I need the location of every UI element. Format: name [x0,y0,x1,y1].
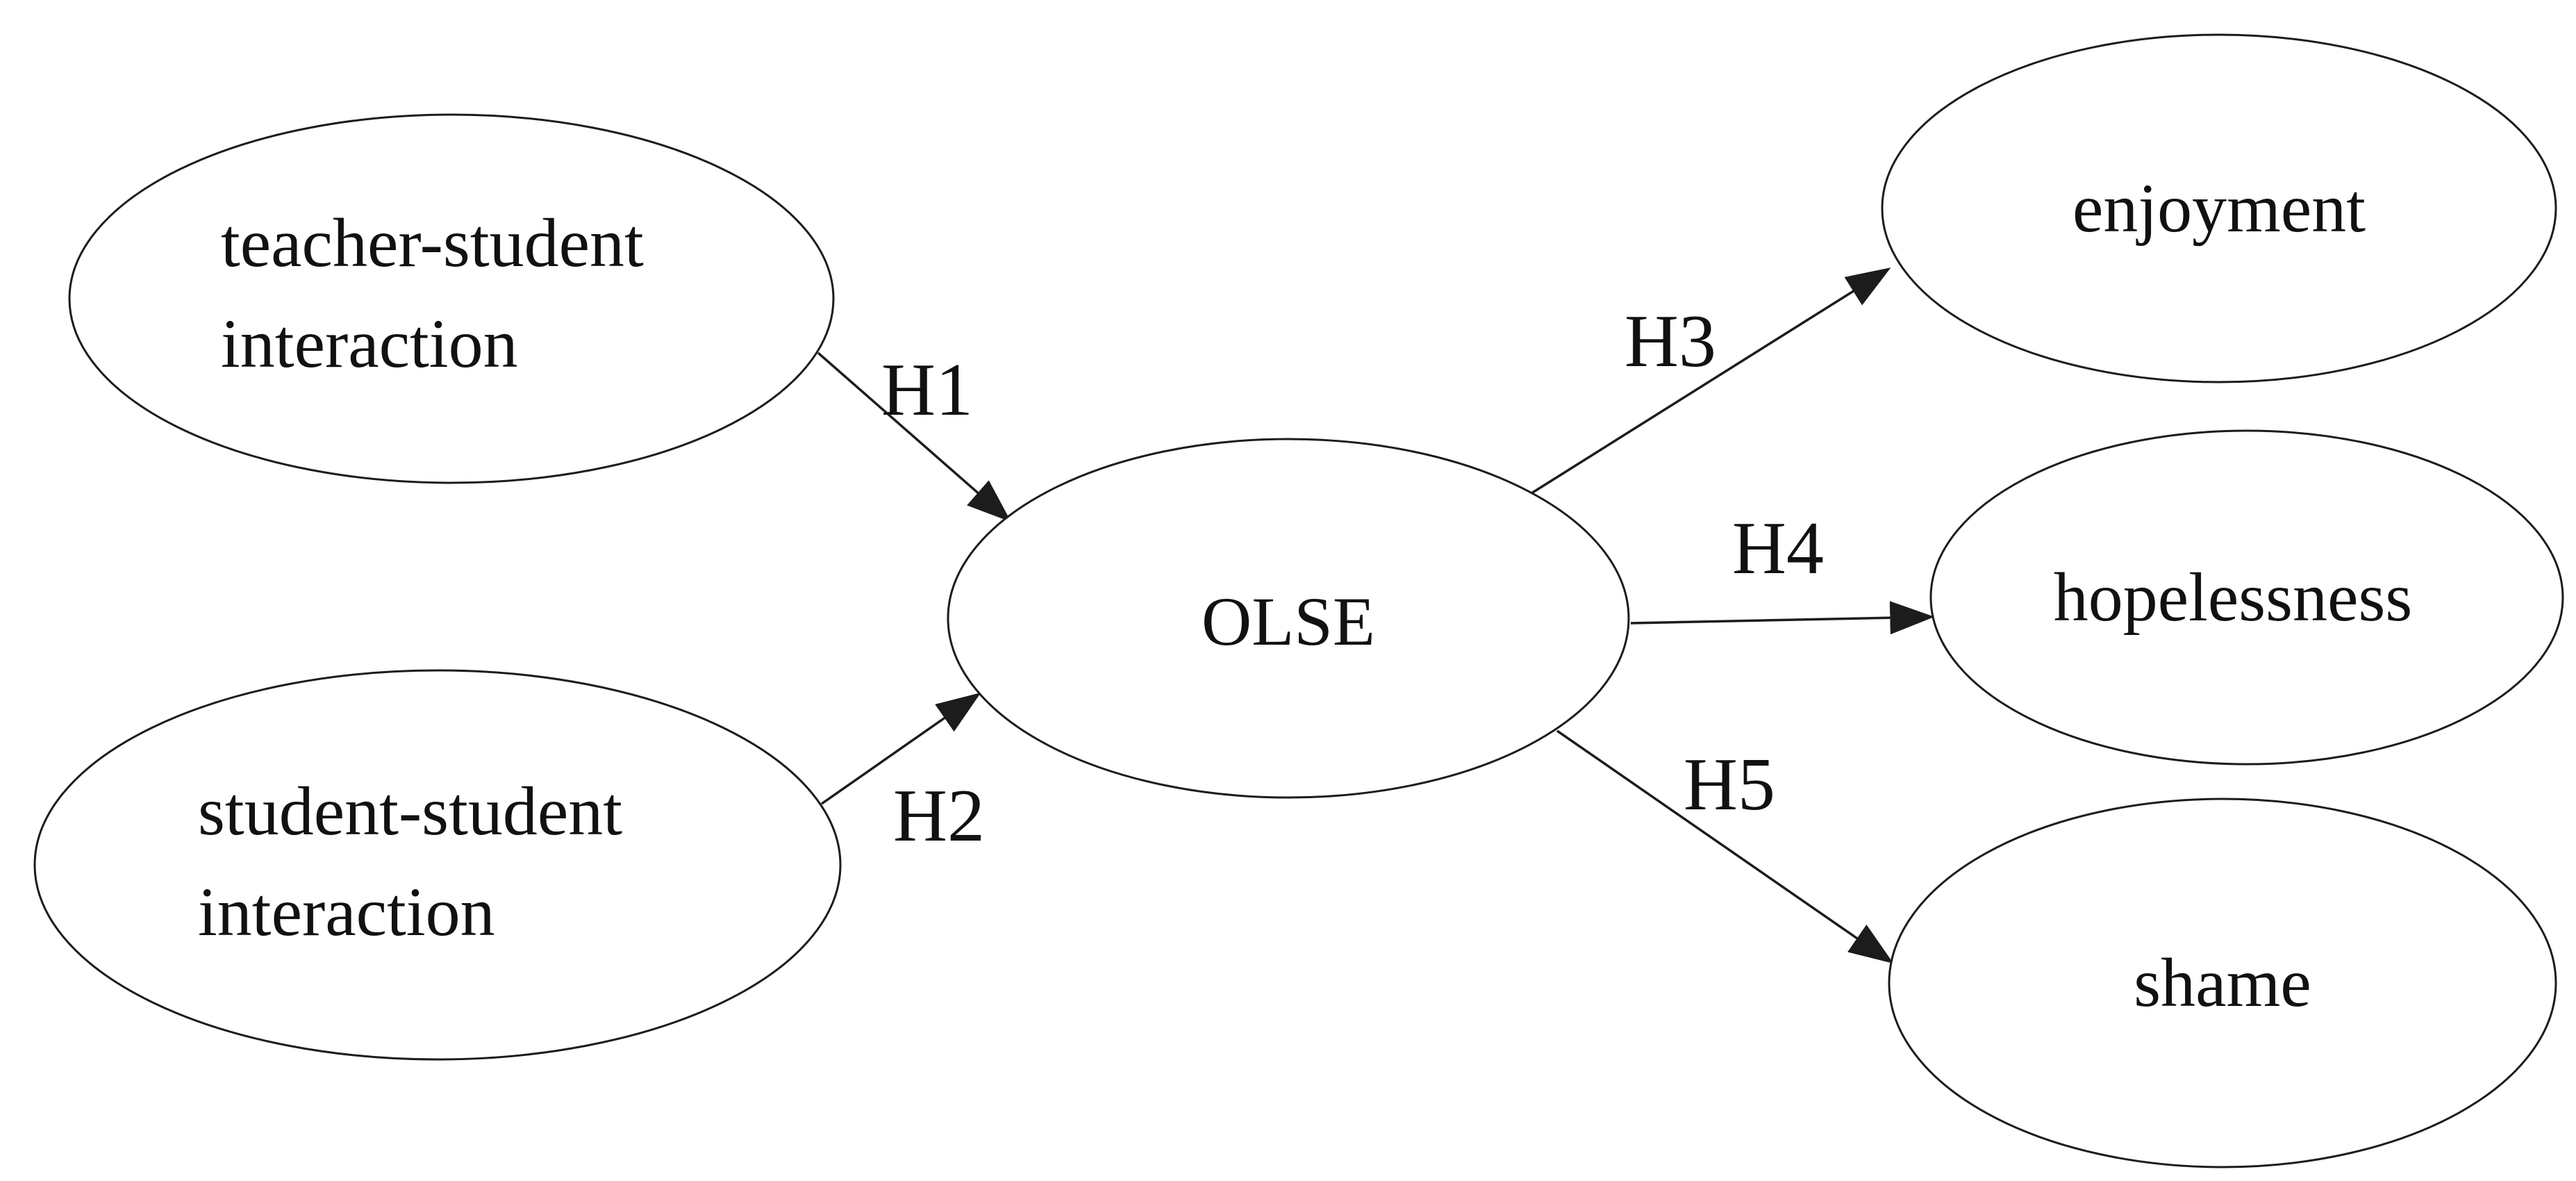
node-teacher-student-interaction: teacher-student interaction [68,113,835,484]
node-teacher-student-interaction-label-line1: teacher-student [221,204,644,281]
node-student-student-interaction: student-student interaction [33,669,842,1061]
node-shame-shape [1888,798,2557,1168]
node-olse-shape [947,438,1630,799]
node-student-student-interaction-label-line1: student-student [198,773,622,850]
node-olse-label: OLSE [1202,583,1375,660]
node-enjoyment-label: enjoyment [2072,170,2366,247]
node-hopelessness-shape [1929,429,2564,766]
edge-h4-arrow [1630,601,1935,635]
node-enjoyment: enjoyment [1881,33,2557,383]
node-student-student-interaction-label-line2: interaction [198,873,495,950]
edge-h2: H2 [820,692,985,857]
edge-h4: H4 [1630,507,1935,635]
edge-h1-label: H1 [881,349,973,431]
edge-h2-label: H2 [893,775,985,857]
edge-h1-arrow [817,352,1012,522]
node-enjoyment-shape [1881,33,2557,383]
edge-h5-arrow [1556,729,1894,964]
node-teacher-student-interaction-shape [68,113,835,484]
node-student-student-interaction-shape [33,669,842,1061]
edge-h1: H1 [817,349,1012,522]
node-olse: OLSE [947,438,1630,799]
edge-h3: H3 [1531,267,1891,495]
edge-h3-arrow [1531,267,1891,495]
node-hopelessness-label: hopelessness [2054,559,2413,636]
edge-h5: H5 [1556,729,1894,964]
edge-h2-arrow [820,692,981,805]
edge-h3-label: H3 [1624,300,1716,383]
node-shame: shame [1888,798,2557,1168]
node-hopelessness: hopelessness [1929,429,2564,766]
node-shame-label: shame [2134,944,2311,1021]
edge-h4-label: H4 [1732,507,1824,590]
edge-h5-label: H5 [1684,743,1775,826]
node-teacher-student-interaction-label-line2: interaction [221,305,518,382]
